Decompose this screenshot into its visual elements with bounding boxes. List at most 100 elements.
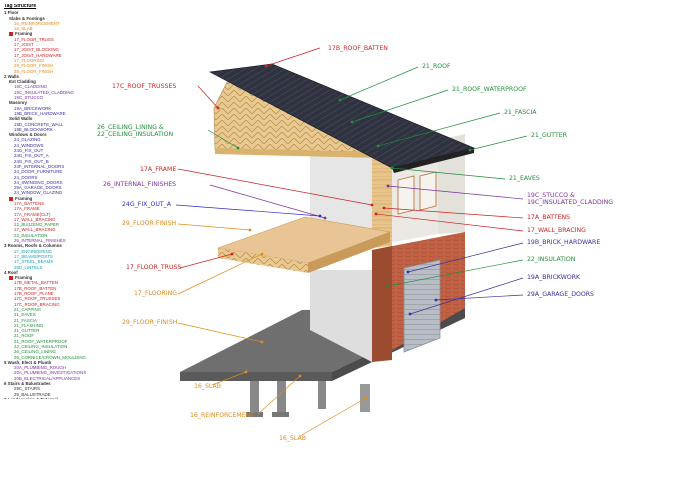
tag-row[interactable]: 21_GUTTER (4, 328, 112, 333)
tag-row[interactable]: 4 Roof (4, 270, 112, 275)
callout-anchor-dot (376, 144, 380, 148)
tag-row[interactable]: Ext Cladding (4, 79, 112, 84)
tag-row[interactable]: 17B_ROOF_PLANE (4, 291, 112, 296)
tag-row-text: 24_SWINGING_DOORS (14, 179, 63, 185)
tag-row[interactable]: 24_DOORS (4, 175, 112, 180)
tag-row[interactable]: 16_SLAB (4, 26, 112, 31)
tag-row-text: 26_CORNICE/CROWN_MOULDING (14, 354, 86, 360)
tag-row-text: Framing (15, 195, 33, 201)
callout-label: 21_FASCIA (504, 109, 537, 116)
tag-row[interactable]: Solid Walls (4, 116, 112, 121)
tag-row[interactable]: 17A_FRAME(CLT) (4, 212, 112, 217)
tag-row[interactable]: 17_ENGINEERING (4, 249, 112, 254)
tag-row[interactable]: 24G_FIX_OUT_B (4, 159, 112, 164)
tag-row[interactable]: 19B_BRICK_HARDWARE (4, 111, 112, 116)
tag-row[interactable]: 19E_BLOCKWORK (4, 127, 112, 132)
tag-row[interactable]: 24F_INTERNAL_DOORS (4, 164, 112, 169)
tag-row-text: 26_CEILING_LINING (14, 349, 56, 355)
tag-row[interactable]: 17B_METAL_BATTEN (4, 280, 112, 285)
tag-row[interactable]: 3 Rooms, Roofs & Columns (4, 243, 112, 248)
callout-label: 24G_FIX_OUT_A (122, 201, 172, 208)
tag-row[interactable]: 24_WINDOWS (4, 143, 112, 148)
tag-row[interactable]: 20A_PLUMBING_ROUGH (4, 365, 112, 370)
tag-row[interactable]: 21_ROOF (4, 333, 112, 338)
tag-row[interactable]: 22_CEILING_INSULATION (4, 344, 112, 349)
tag-row[interactable]: 22_INSULATION (4, 233, 112, 238)
tag-row[interactable]: 2 Walls (4, 74, 112, 79)
tag-row[interactable]: 5 Wash, Elect & Plumb (4, 360, 112, 365)
tag-row-text: 4 Roof (4, 269, 18, 275)
tag-row[interactable]: 17_FLOORING (4, 58, 112, 63)
callout-anchor-dot (390, 166, 394, 170)
tag-row-text: 25D_LINTELS (14, 264, 43, 270)
tag-row-text: 17A_FRAME (14, 206, 40, 212)
tag-row[interactable]: 17_WALL_BRACING (4, 217, 112, 222)
tag-row-text: 21_CAPPING (14, 306, 42, 312)
callout-leader-line (209, 184, 326, 219)
tag-row[interactable]: Masonry (4, 100, 112, 105)
tag-row[interactable]: 20B_ELECTRICAL/APPLIANCES (4, 376, 112, 381)
tag-row[interactable]: 21_EAVES (4, 312, 112, 317)
callout-leader-line (257, 375, 301, 415)
tag-row[interactable]: 17_JOIST_BLOCKING (4, 47, 112, 52)
tag-row-text: 17_STEEL_BEAMS (14, 259, 54, 265)
callout-label: 17A_BATTENS (527, 214, 570, 221)
tag-row[interactable]: 29C_STAIRS (4, 386, 112, 391)
tag-row[interactable]: 17A_BATTENS (4, 201, 112, 206)
tag-row[interactable]: 24G_FIX_OUT (4, 148, 112, 153)
tag-row[interactable]: 22_BUILDING_PAPER (4, 222, 112, 227)
tag-row[interactable]: 17C_ROOF_TRUSSES (4, 296, 112, 301)
tag-row-text: 29A_GARAGE_DOORS (14, 185, 62, 191)
tag-row[interactable]: 19C_CLADDING (4, 84, 112, 89)
tag-row-text: 19D_CONCRETE_WALL (14, 121, 64, 127)
tag-row[interactable]: 6 Stairs & Balustrades (4, 381, 112, 386)
tag-row[interactable]: 17_BEAMS/POSTS (4, 254, 112, 259)
tag-row[interactable]: 20A_PLUMBING_INVESTIGATIONS (4, 370, 112, 375)
tag-row[interactable]: 19D_CONCRETE_WALL (4, 122, 112, 127)
tag-row[interactable]: 24_SWINGING_DOORS (4, 180, 112, 185)
tag-row[interactable]: 29A_GARAGE_DOORS (4, 185, 112, 190)
tag-row[interactable]: 17_STEEL_BEAMS (4, 259, 112, 264)
tag-row[interactable]: 25D_LINTELS (4, 265, 112, 270)
tag-row[interactable]: Slabs & Footings (4, 16, 112, 21)
tag-row[interactable]: 17_FLOOR_TRUSS (4, 37, 112, 42)
tag-row[interactable]: 17C_ROOF_BRACING (4, 302, 112, 307)
tag-row[interactable]: 21_FASCIA (4, 318, 112, 323)
callout-anchor-dot (323, 216, 327, 220)
tag-row[interactable]: 24G_FIX_OUT_A (4, 153, 112, 158)
tag-row[interactable]: 24_WINDOW_GLAZING (4, 190, 112, 195)
tag-row[interactable]: 17A_FRAME (4, 206, 112, 211)
tag-row[interactable]: 29_FLOOR_FINISH (4, 69, 112, 74)
tag-row[interactable]: 24_DOOR_FURNITURE (4, 169, 112, 174)
tag-row-text: 21_GUTTER (14, 328, 40, 334)
tag-row[interactable]: 29_FLOOR_FINISH (4, 63, 112, 68)
tag-row[interactable]: 26_CORNICE/CROWN_MOULDING (4, 355, 112, 360)
tag-row-text: 21_FASCIA (14, 317, 37, 323)
tag-row[interactable]: 21_ROOF_WATERPROOF (4, 339, 112, 344)
tag-row[interactable]: 17_JOIST (4, 42, 112, 47)
tag-row[interactable]: 1 Floor (4, 10, 112, 15)
tag-row[interactable]: 29_BALUSTRADE (4, 392, 112, 397)
tag-row[interactable]: Framing (4, 196, 112, 201)
tag-row[interactable]: 19C_STUCCO (4, 95, 112, 100)
tag-row[interactable]: 7 Landscaping & External (4, 397, 112, 399)
tag-row[interactable]: 17_WALL_BRACING (4, 227, 112, 232)
tag-row[interactable]: Windows & Doors (4, 132, 112, 137)
callout-anchor-dot (260, 252, 264, 256)
tag-row[interactable]: 16_REINFORCEMENT (4, 21, 112, 26)
tag-row-text: 24G_FIX_OUT (14, 148, 44, 154)
tag-row[interactable]: 26_INTERNAL_FINISHES (4, 238, 112, 243)
tag-row[interactable]: 26_CEILING_LINING (4, 349, 112, 354)
tag-row[interactable]: 24_GLAZING (4, 137, 112, 142)
tag-row-text: 21_ROOF_WATERPROOF (14, 338, 68, 344)
tag-row[interactable]: Framing (4, 275, 112, 280)
tag-row[interactable]: Framing (4, 31, 112, 36)
tag-row[interactable]: 17_JOIST_HARDWARE (4, 53, 112, 58)
tag-row[interactable]: 17B_ROOF_BATTEN (4, 286, 112, 291)
tag-row[interactable]: 19A_BRICKWORK (4, 106, 112, 111)
tag-row[interactable]: 19C_INSULATED_CLADDING (4, 90, 112, 95)
tag-row-text: 19E_BLOCKWORK (14, 126, 53, 132)
tag-row[interactable]: 21_FLASHING (4, 323, 112, 328)
tag-row[interactable]: 21_CAPPING (4, 307, 112, 312)
callout-anchor-dot (350, 120, 354, 124)
